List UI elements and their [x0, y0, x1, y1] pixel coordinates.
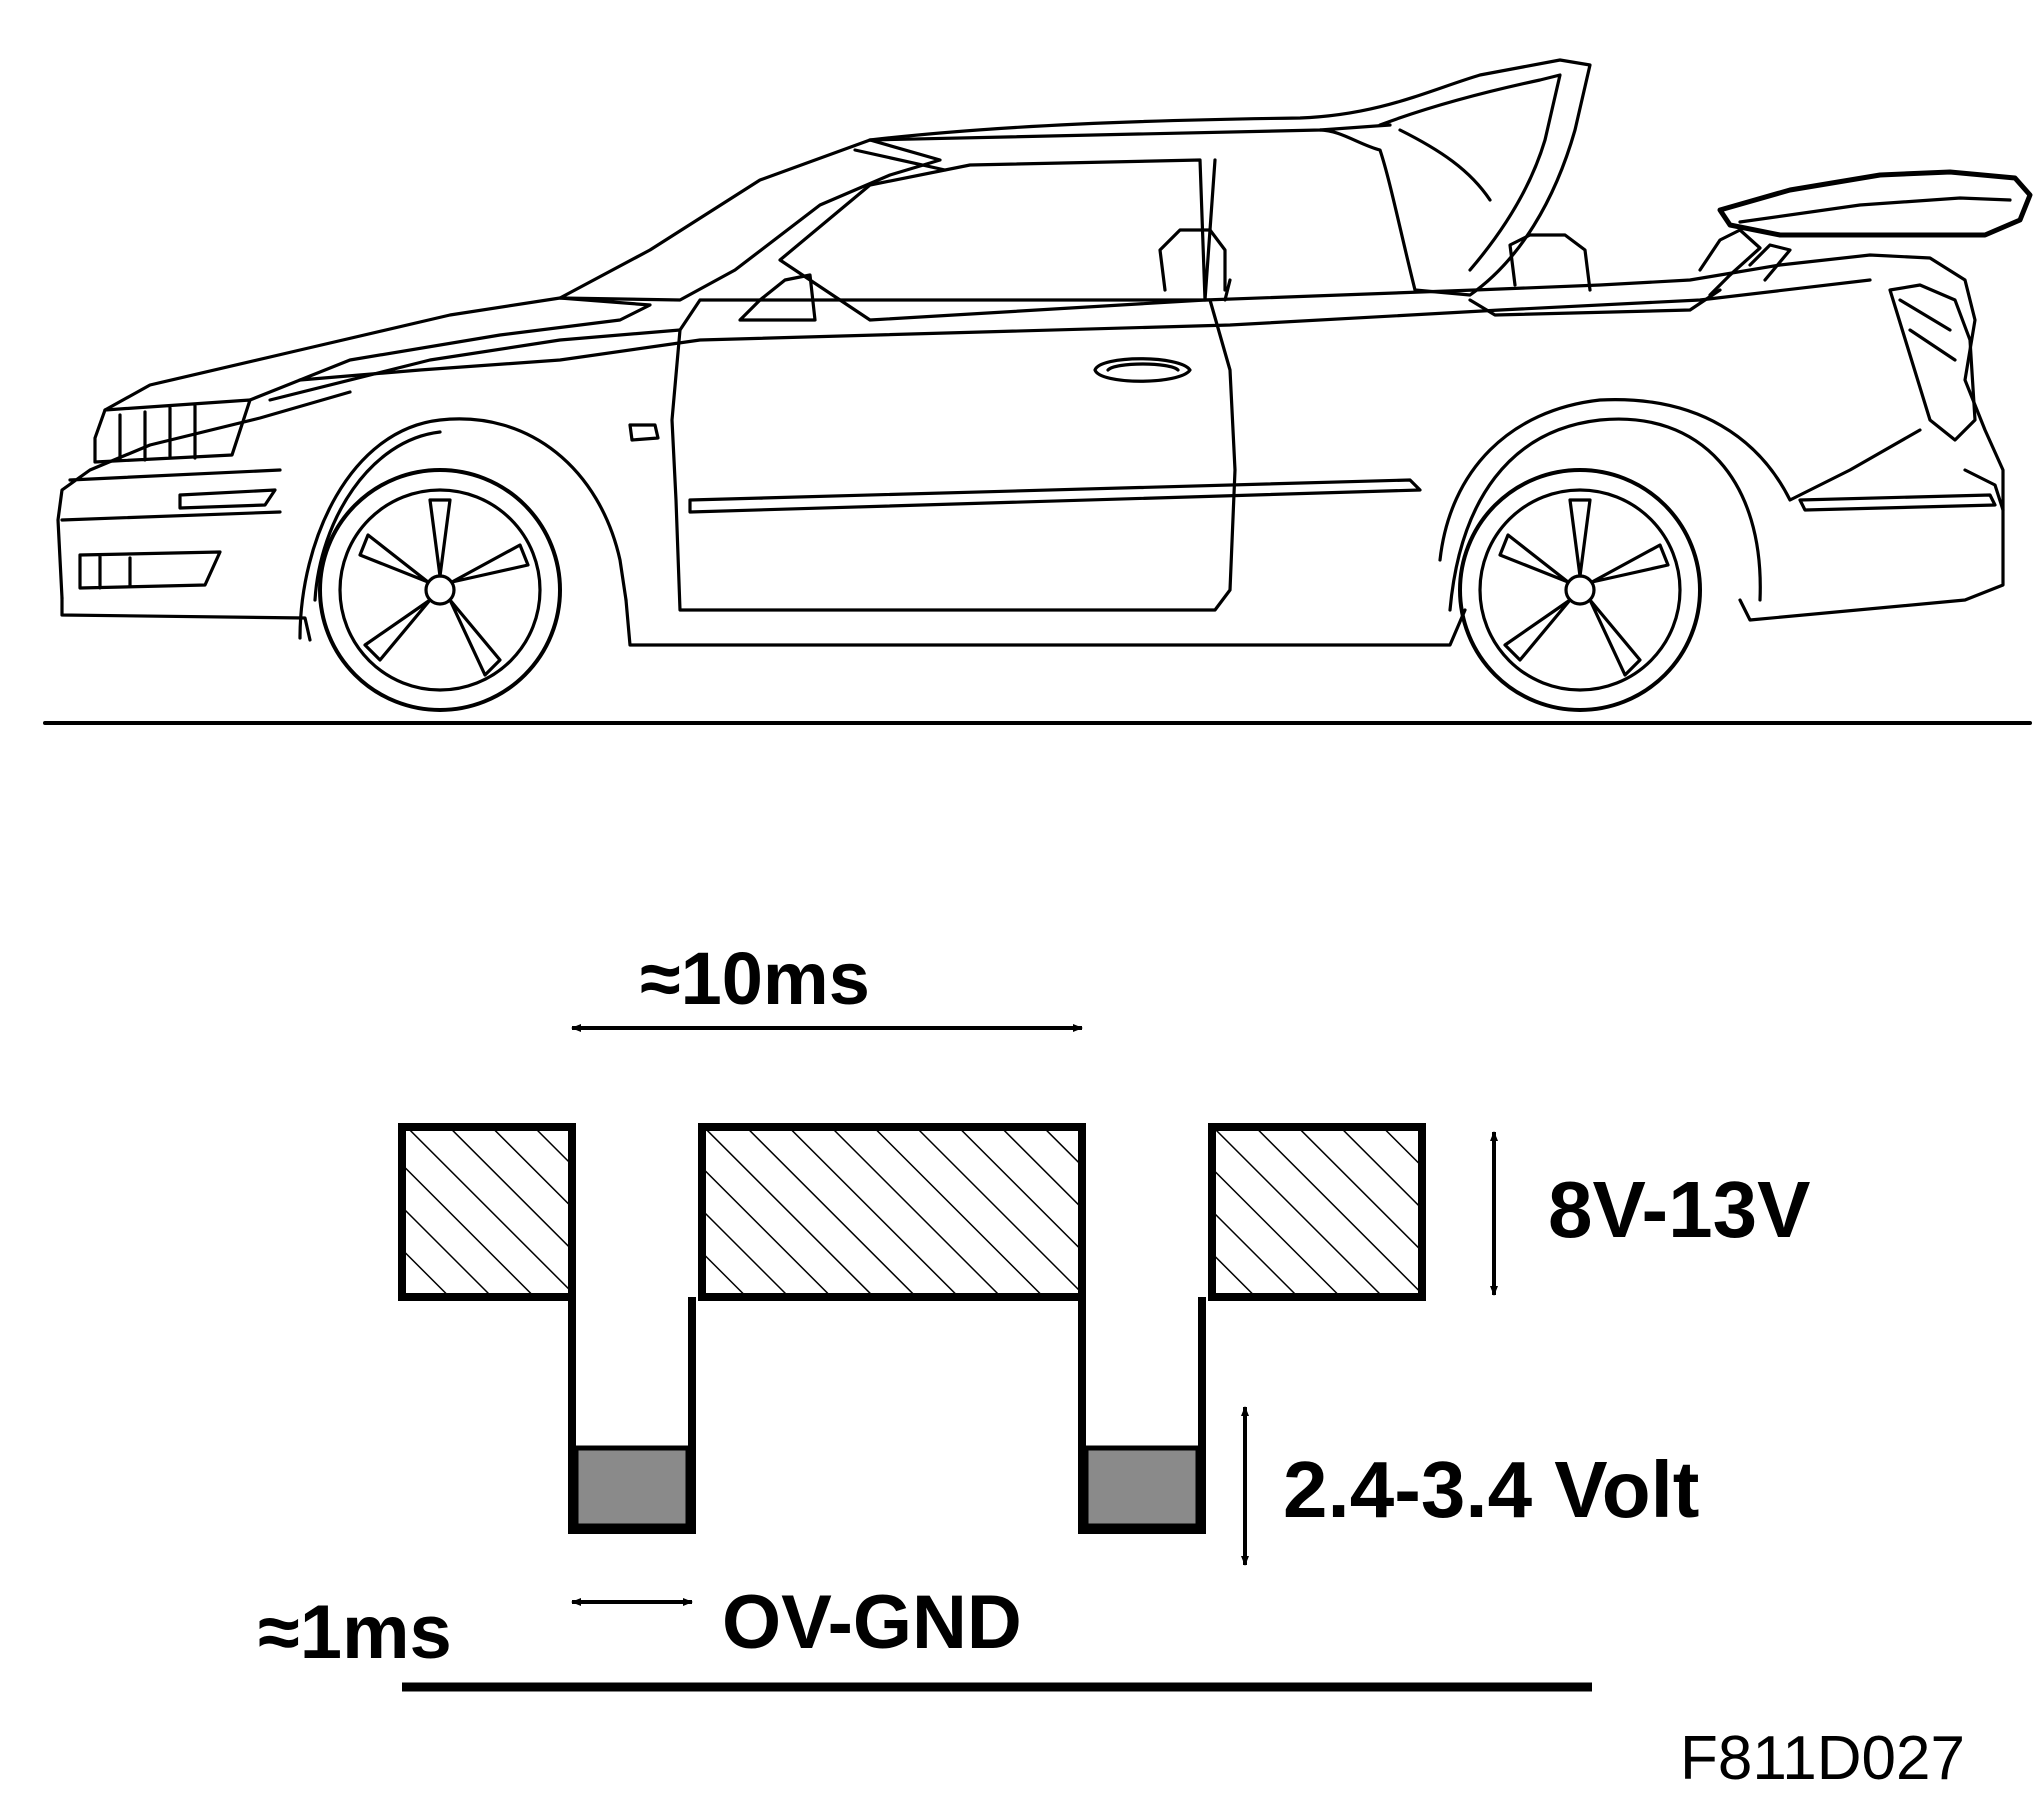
side-mirror: [738, 273, 817, 322]
hood-crease: [268, 328, 682, 402]
high-pulse-block: [1208, 1123, 1426, 1301]
trunk-lid: [1717, 169, 2033, 238]
hood: [103, 296, 652, 412]
body-shoulder: [298, 278, 1872, 382]
low-pulse-fill: [573, 1445, 691, 1529]
low-pulse-outline: [568, 1297, 696, 1534]
front-indicator: [178, 488, 277, 510]
pulse-width-label: ≈1ms: [258, 1590, 452, 1675]
figure-code: F811D027: [1680, 1724, 1965, 1793]
car-illustration: [43, 58, 2033, 725]
front-wheel: [318, 468, 562, 712]
door: [670, 298, 1237, 612]
side-molding: [688, 478, 1422, 514]
front-wheel-arch: [298, 417, 628, 640]
headlight: [93, 398, 252, 464]
rear-wheel: [1458, 468, 1702, 712]
rear-reflector: [1798, 493, 1997, 512]
high-pulse-block: [698, 1123, 1086, 1301]
side-window: [778, 158, 1207, 322]
door-handle: [1093, 357, 1192, 383]
car-body-lower: [60, 468, 2005, 647]
rear-wheel-arch: [1448, 417, 1762, 612]
fog-light: [78, 550, 222, 590]
rear-deck: [1203, 253, 2005, 512]
tail-light: [1888, 283, 1977, 442]
signal-waveform: [398, 1024, 1592, 1692]
seat-headrest: [1158, 228, 1232, 302]
side-marker: [628, 423, 660, 442]
low-level-label: 2.4-3.4 Volt: [1283, 1445, 1700, 1534]
high-pulse-block: [398, 1123, 576, 1301]
front-bumper: [56, 390, 352, 600]
high-level-label: 8V-13V: [1548, 1165, 1811, 1254]
trunk-hinge: [1698, 228, 1792, 297]
windshield: [558, 138, 942, 302]
period-label: ≈10ms: [640, 937, 870, 1020]
ground-label: OV-GND: [722, 1580, 1022, 1665]
convertible-roof: [868, 58, 1592, 297]
low-pulse-fill: [1083, 1445, 1201, 1529]
low-pulse-outline: [1078, 1297, 1206, 1534]
